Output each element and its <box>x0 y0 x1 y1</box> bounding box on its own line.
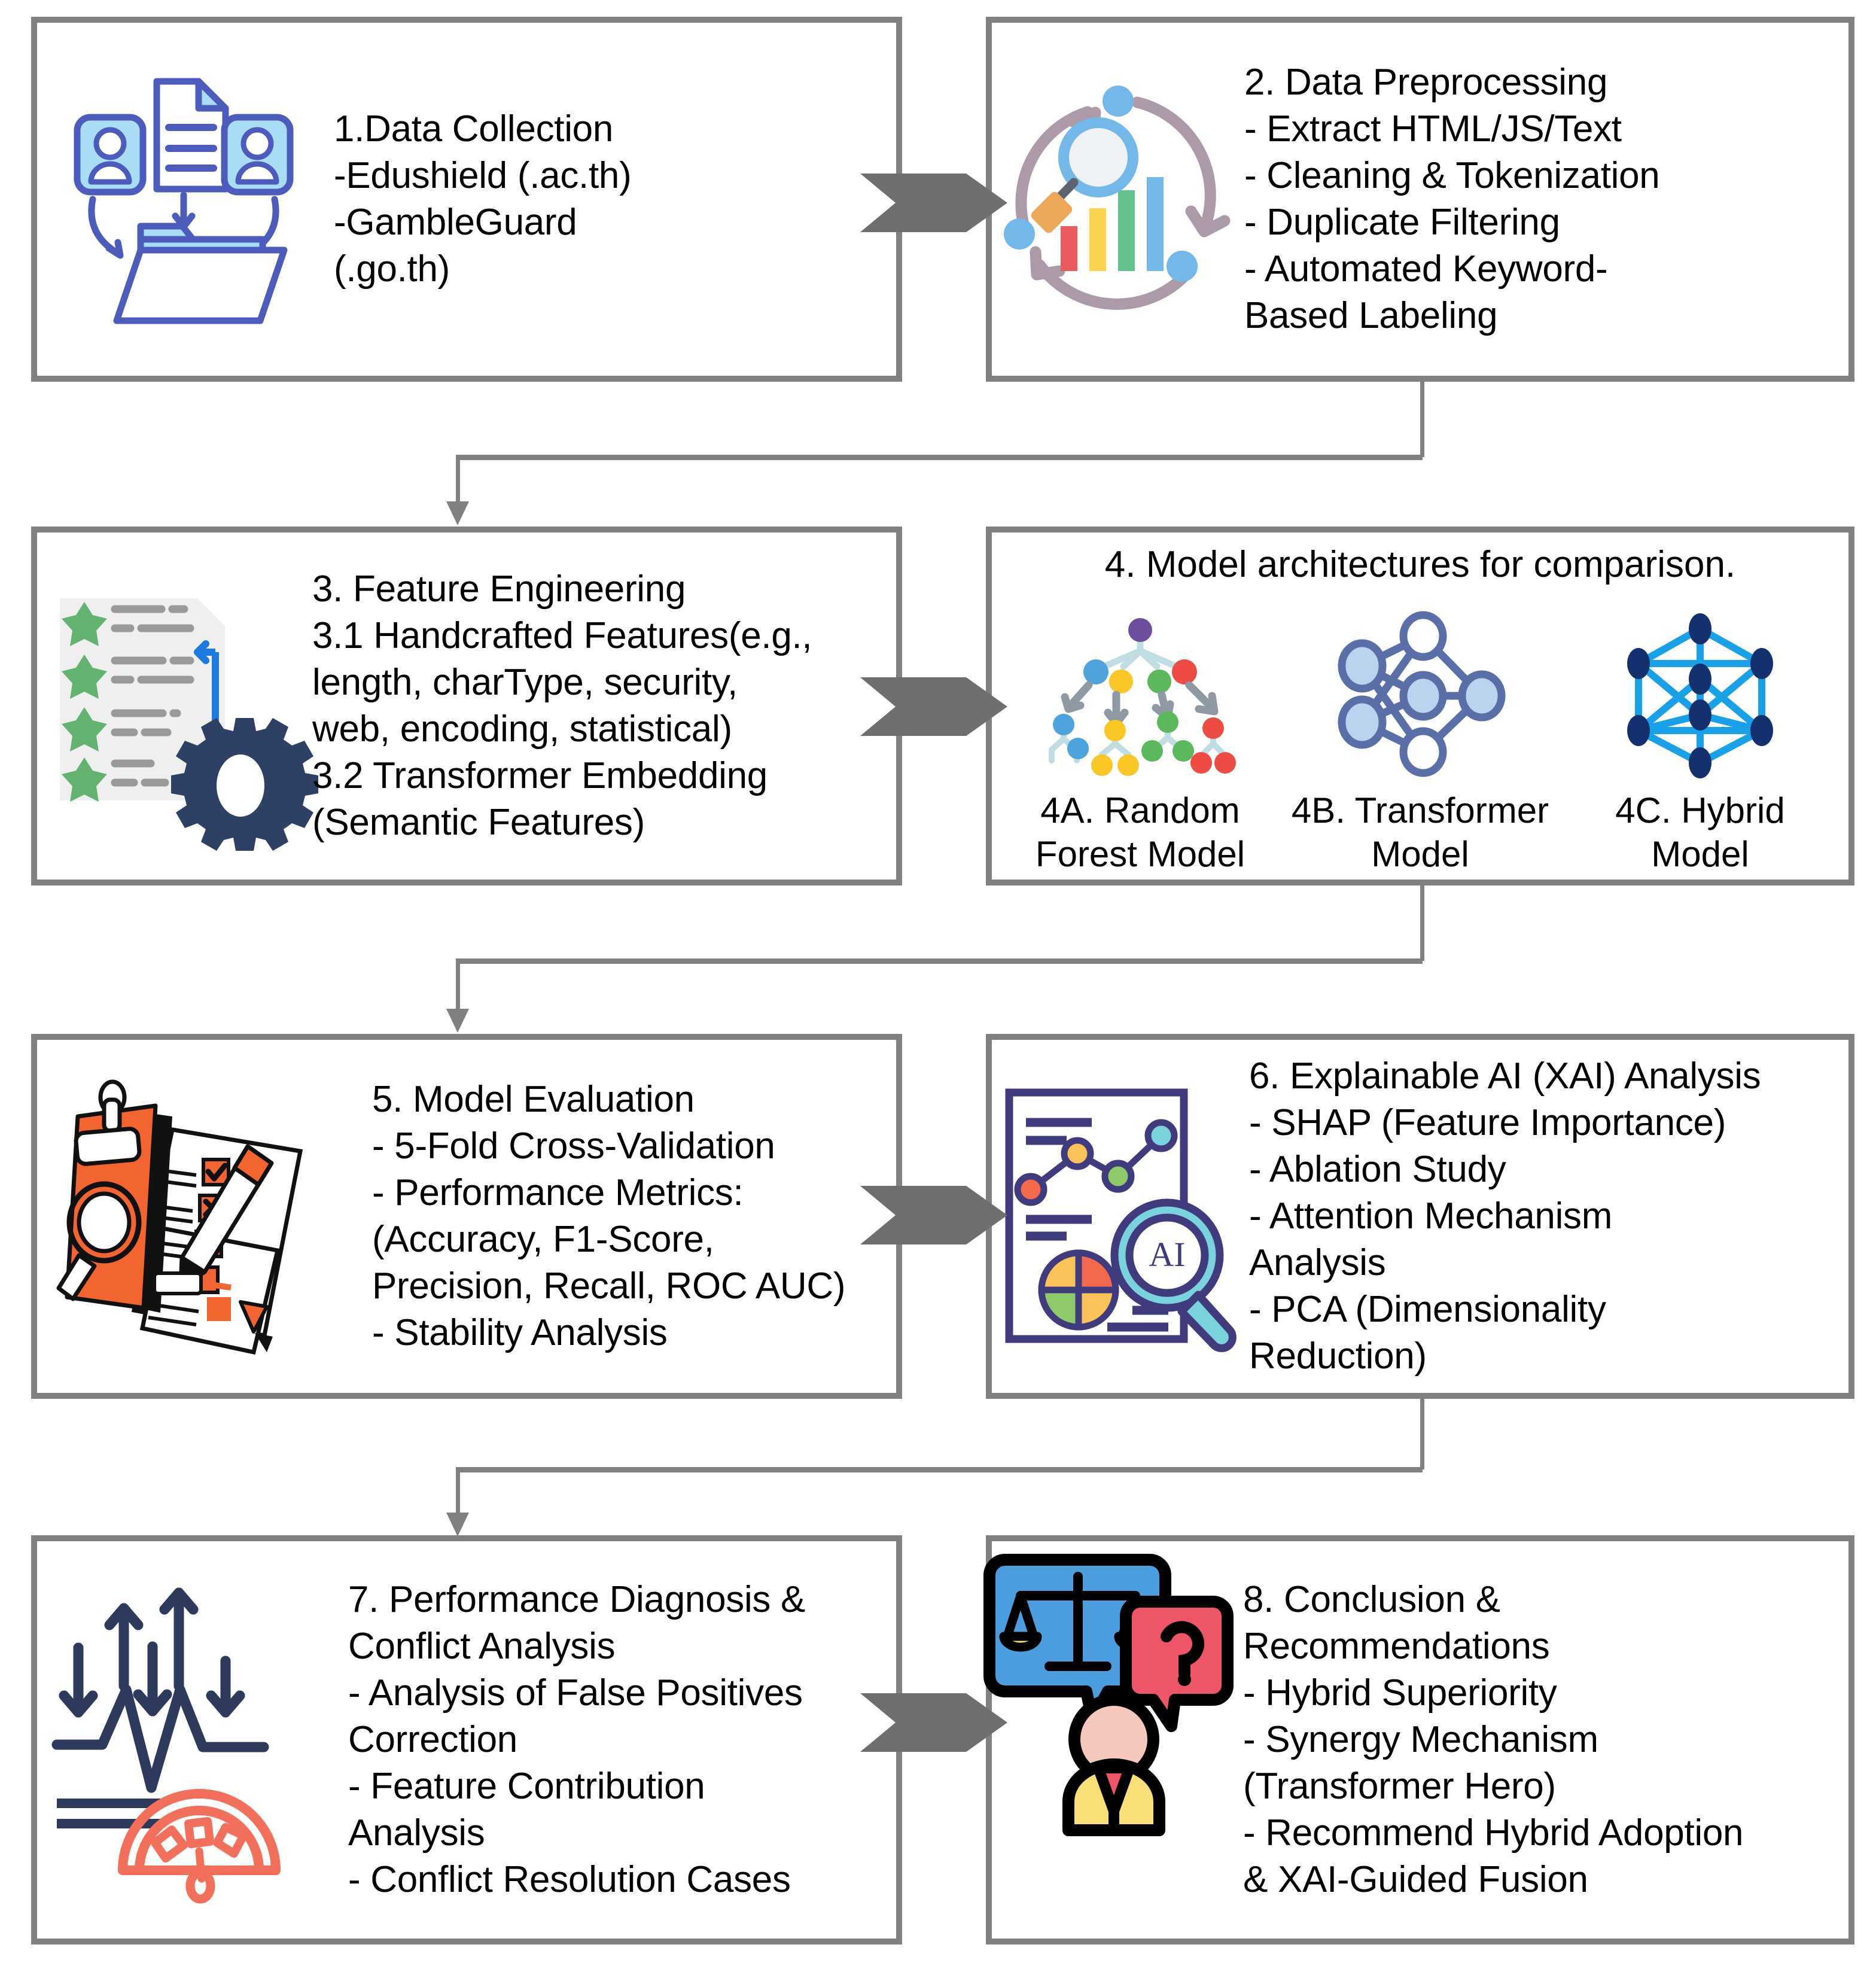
data-cycle-chart-magnifier-icon <box>992 23 1243 376</box>
step-7-line-4: Correction <box>348 1718 517 1760</box>
connector-2-3-arrowhead <box>446 501 469 525</box>
step-5-text-block: 5. Model Evaluation - 5-Fold Cross-Valid… <box>372 1076 896 1357</box>
step-5-line-5: Precision, Recall, ROC AUC) <box>372 1265 846 1307</box>
step-box-6[interactable]: AI 6. Explainable AI (XAI) Analysis - SH… <box>986 1034 1854 1399</box>
step-box-1[interactable]: 1.Data Collection -Edushield (.ac.th) -G… <box>31 17 902 382</box>
step-6-line-2: - SHAP (Feature Importance) <box>1249 1101 1726 1143</box>
step-5-line-6: - Stability Analysis <box>372 1312 668 1354</box>
step-6-line-5: Analysis <box>1249 1242 1386 1284</box>
model-4a[interactable]: 4A. Random Forest Model <box>1001 613 1278 876</box>
step-3-line-2: 3.1 Handcrafted Features(e.g., <box>312 614 812 656</box>
step-6-line-3: - Ablation Study <box>1249 1148 1506 1190</box>
report-chart-ai-magnifier-icon: AI <box>992 1040 1249 1393</box>
step-box-8[interactable]: 8. Conclusion & Recommendations - Hybrid… <box>983 1533 1854 1946</box>
connector-4-5-horizontal <box>456 958 1423 964</box>
step-6-line-6: - PCA (Dimensionality <box>1249 1289 1606 1331</box>
users-document-folder-icon <box>37 23 330 376</box>
connector-4-5-arrowhead <box>446 1009 469 1033</box>
checklist-gear-icon <box>37 532 318 880</box>
step-box-7[interactable]: 7. Performance Diagnosis & Conflict Anal… <box>31 1535 902 1945</box>
step-1-line-2: -Edushield (.ac.th) <box>334 154 632 196</box>
step-2-line-5: - Automated Keyword- <box>1244 248 1608 290</box>
model-4a-label: 4A. Random Forest Model <box>1035 790 1245 874</box>
step-8-text-block: 8. Conclusion & Recommendations - Hybrid… <box>1243 1577 1848 1904</box>
step-6-line-1: 6. Explainable AI (XAI) Analysis <box>1249 1055 1761 1097</box>
step-8-line-3: - Hybrid Superiority <box>1243 1672 1557 1714</box>
step-7-line-2: Conflict Analysis <box>348 1625 616 1667</box>
step-8-line-6: - Recommend Hybrid Adoption <box>1243 1812 1744 1854</box>
step-5-line-2: - 5-Fold Cross-Validation <box>372 1125 775 1167</box>
step-2-text-block: 2. Data Preprocessing - Extract HTML/JS/… <box>1243 59 1848 340</box>
step-3-line-6: (Semantic Features) <box>312 802 645 844</box>
step-2-line-4: - Duplicate Filtering <box>1244 202 1560 243</box>
step-8-line-4: - Synergy Mechanism <box>1243 1718 1598 1760</box>
model-4c[interactable]: 4C. Hybrid Model <box>1561 613 1838 876</box>
model-4c-label: 4C. Hybrid Model <box>1615 790 1785 874</box>
step-8-line-5: (Transformer Hero) <box>1243 1766 1556 1807</box>
step-5-line-3: - Performance Metrics: <box>372 1171 744 1213</box>
model-4b-label: 4B. Transformer Model <box>1291 790 1549 874</box>
connector-2-3-horizontal <box>456 455 1423 460</box>
signal-arrows-gauge-icon <box>37 1541 348 1939</box>
step-3-line-4: web, encoding, statistical) <box>312 708 732 750</box>
connector-6-7-vertical-a <box>1420 1399 1424 1469</box>
connector-4-5-vertical-b <box>456 958 460 1012</box>
step-7-line-7: - Conflict Resolution Cases <box>348 1859 791 1901</box>
step-2-line-2: - Extract HTML/JS/Text <box>1244 108 1622 150</box>
step-8-line-1: 8. Conclusion & <box>1243 1578 1500 1620</box>
person-speech-balance-question-icon <box>983 1533 1243 1946</box>
connector-2-3-vertical-b <box>456 455 460 506</box>
step-1-line-1: 1.Data Collection <box>334 108 614 150</box>
step-7-text-block: 7. Performance Diagnosis & Conflict Anal… <box>348 1577 896 1904</box>
step-1-line-4: (.go.th) <box>334 248 450 290</box>
step-box-3[interactable]: 3. Feature Engineering 3.1 Handcrafted F… <box>31 527 902 886</box>
connector-6-7-arrowhead <box>446 1513 469 1536</box>
step-box-2[interactable]: 2. Data Preprocessing - Extract HTML/JS/… <box>986 17 1854 382</box>
step-2-line-3: - Cleaning & Tokenization <box>1244 154 1660 196</box>
connector-6-7-horizontal <box>456 1467 1423 1472</box>
step-6-text-block: 6. Explainable AI (XAI) Analysis - SHAP … <box>1249 1053 1848 1380</box>
model-4b[interactable]: 4B. Transformer Model <box>1281 611 1558 876</box>
step-1-text-block: 1.Data Collection -Edushield (.ac.th) -G… <box>330 106 896 293</box>
step-5-line-4: (Accuracy, F1-Score, <box>372 1219 714 1260</box>
step-4-title: 4. Model architectures for comparison. <box>1104 544 1736 585</box>
connector-2-3-vertical-a <box>1420 382 1424 457</box>
step-6-line-7: Reduction) <box>1249 1335 1427 1377</box>
connector-4-5-vertical-a <box>1420 886 1424 961</box>
decision-tree-icon <box>1049 613 1236 778</box>
step-3-line-5: 3.2 Transformer Embedding <box>312 755 768 797</box>
graph-network-icon <box>1619 613 1781 778</box>
step-8-line-7: & XAI-Guided Fusion <box>1243 1859 1588 1901</box>
connector-6-7-vertical-b <box>456 1467 460 1517</box>
step-4-models-row: 4A. Random Forest Model <box>992 586 1848 880</box>
step-2-line-6: Based Labeling <box>1244 295 1498 337</box>
step-7-line-1: 7. Performance Diagnosis & <box>348 1578 806 1620</box>
step-3-line-1: 3. Feature Engineering <box>312 568 686 610</box>
step-5-line-1: 5. Model Evaluation <box>372 1078 695 1120</box>
step-3-text-block: 3. Feature Engineering 3.1 Handcrafted F… <box>312 566 896 847</box>
step-3-line-3: length, charType, security, <box>312 661 738 703</box>
step-7-line-3: - Analysis of False Positives <box>348 1672 803 1714</box>
clipboard-checklist-magnifier-pen-icon <box>37 1040 372 1393</box>
step-7-line-5: - Feature Contribution <box>348 1766 705 1807</box>
step-7-line-6: Analysis <box>348 1812 485 1854</box>
step-box-5[interactable]: 5. Model Evaluation - 5-Fold Cross-Valid… <box>31 1034 902 1399</box>
step-6-line-4: - Attention Mechanism <box>1249 1195 1613 1237</box>
neural-network-icon <box>1333 611 1507 778</box>
step-box-4[interactable]: 4. Model architectures for comparison. <box>986 527 1854 886</box>
step-1-line-3: -GambleGuard <box>334 202 577 243</box>
svg-text:AI: AI <box>1149 1235 1185 1274</box>
step-2-line-1: 2. Data Preprocessing <box>1244 61 1608 103</box>
step-8-line-2: Recommendations <box>1243 1625 1550 1667</box>
